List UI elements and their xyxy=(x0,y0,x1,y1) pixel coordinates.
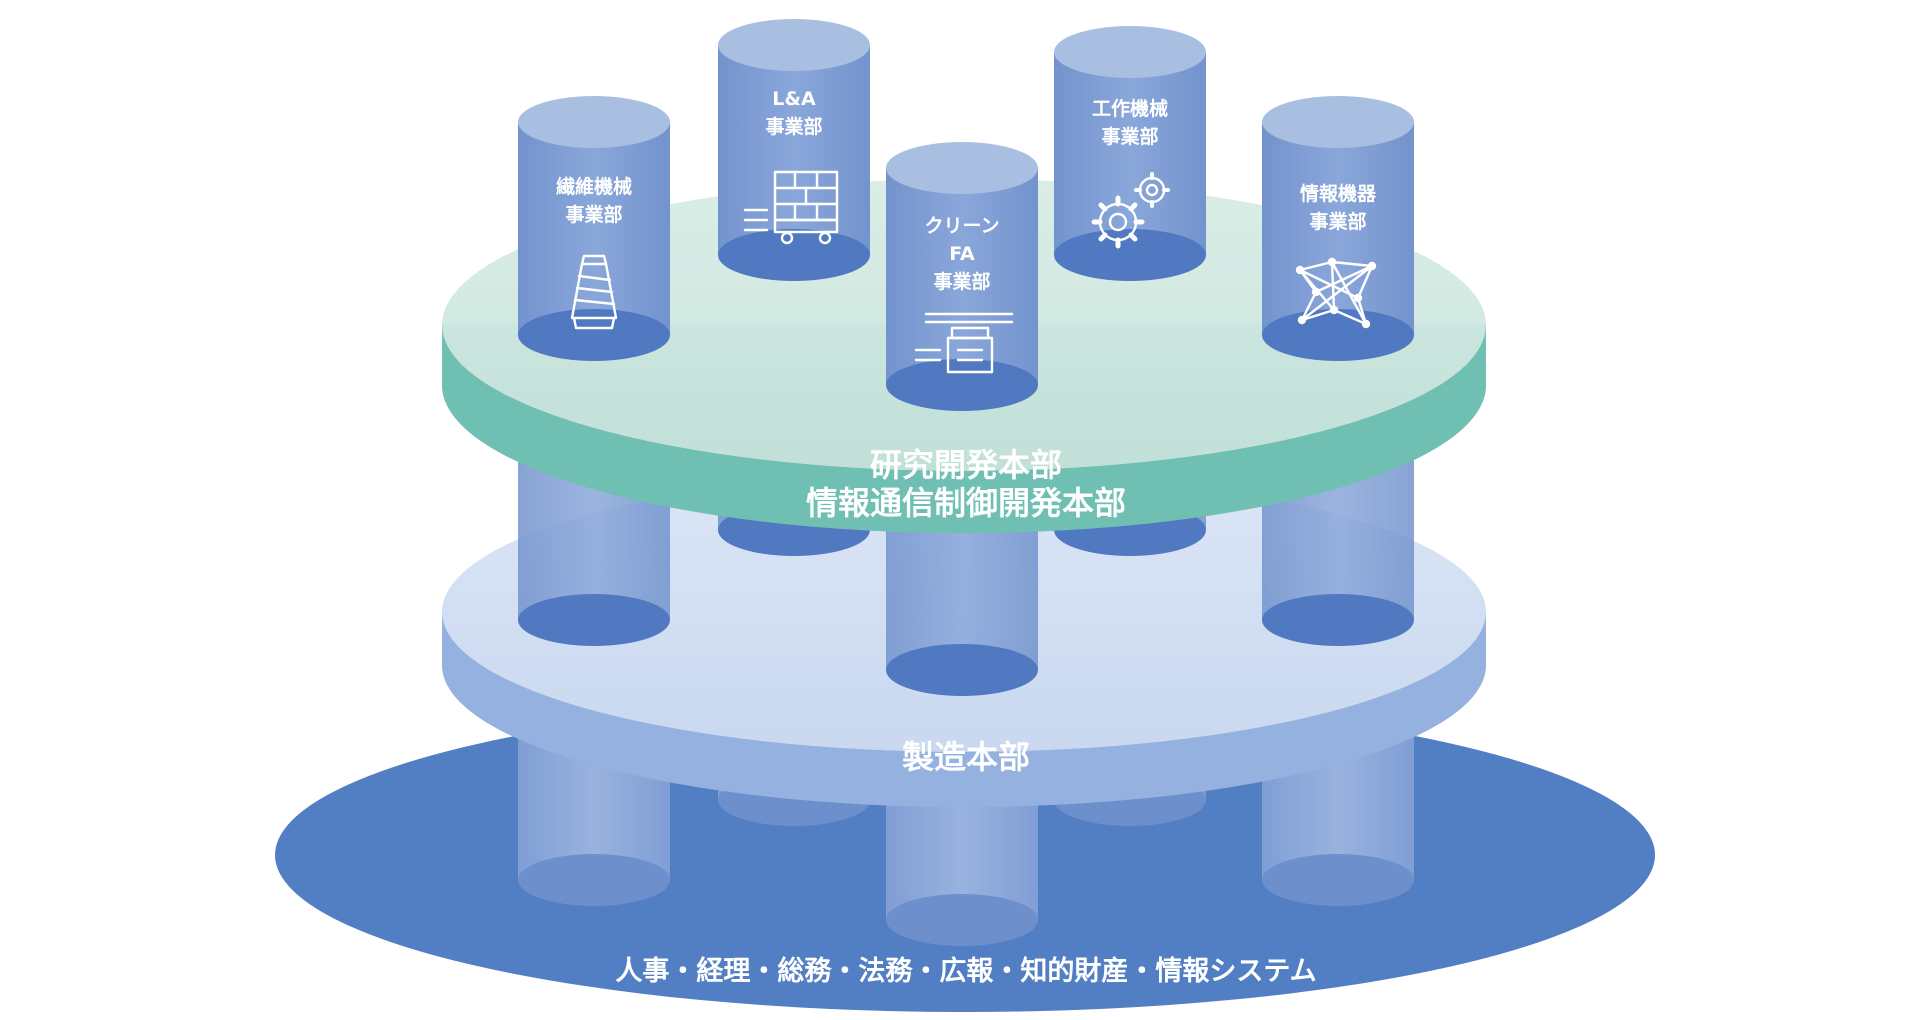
column-bottom-textile xyxy=(518,309,670,361)
column-la xyxy=(718,19,870,281)
column-label-machinetool-line2: 事業部 xyxy=(1101,125,1158,148)
column-label-cleanfa-line2: FA xyxy=(949,243,975,265)
column-label-cleanfa-line1: クリーン xyxy=(924,215,999,237)
column-body-machinetool xyxy=(1054,52,1206,255)
column-label-la-line1: L&A xyxy=(772,88,816,110)
column-label-infoequip-line2: 事業部 xyxy=(1309,210,1366,233)
column-top-machinetool xyxy=(1054,26,1206,78)
column-bottom-infoequip xyxy=(1262,309,1414,361)
overhead-transport-icon xyxy=(914,312,1014,374)
column-label-infoequip-line1: 情報機器 xyxy=(1300,182,1377,205)
rd-band-front xyxy=(442,325,1486,533)
column-label-la-line2: 事業部 xyxy=(765,115,822,138)
column-bottom-la xyxy=(718,229,870,281)
column-top-la xyxy=(718,19,870,71)
column-label-cleanfa-line3: 事業部 xyxy=(933,270,990,293)
column-top-cleanfa xyxy=(886,142,1038,194)
rd-tier-label-line1: 研究開発本部 xyxy=(870,446,1062,484)
column-top-textile xyxy=(518,96,670,148)
manufacturing-tier-label: 製造本部 xyxy=(902,738,1030,776)
base-label: 人事・経理・総務・法務・広報・知的財産・情報システム xyxy=(615,955,1316,987)
thread-spool-icon xyxy=(570,254,618,330)
column-bottom-machinetool xyxy=(1054,229,1206,281)
column-body-la xyxy=(718,45,870,255)
column-labels: 繊維機械 事業部 L&A 事業部 クリーン FA 事業部 工作機械 事業部 情報… xyxy=(556,88,1377,293)
column-top-infoequip xyxy=(1262,96,1414,148)
column-body-infoequip xyxy=(1262,122,1414,335)
column-bottom-cleanfa xyxy=(886,359,1038,411)
network-mesh-icon xyxy=(1295,257,1377,329)
conveyor-truck-icon xyxy=(743,170,839,245)
column-infoequip xyxy=(1262,96,1414,361)
gears-icon xyxy=(1091,172,1170,249)
column-textile xyxy=(518,96,670,361)
column-label-machinetool-line1: 工作機械 xyxy=(1092,97,1168,120)
rd-tier-label-line2: 情報通信制御開発本部 xyxy=(806,484,1126,522)
column-label-textile-line1: 繊維機械 xyxy=(556,175,632,198)
column-body-textile xyxy=(518,122,670,335)
column-machinetool xyxy=(1054,26,1206,281)
manufacturing-band-front xyxy=(442,612,1486,807)
column-label-textile-line2: 事業部 xyxy=(565,203,622,226)
